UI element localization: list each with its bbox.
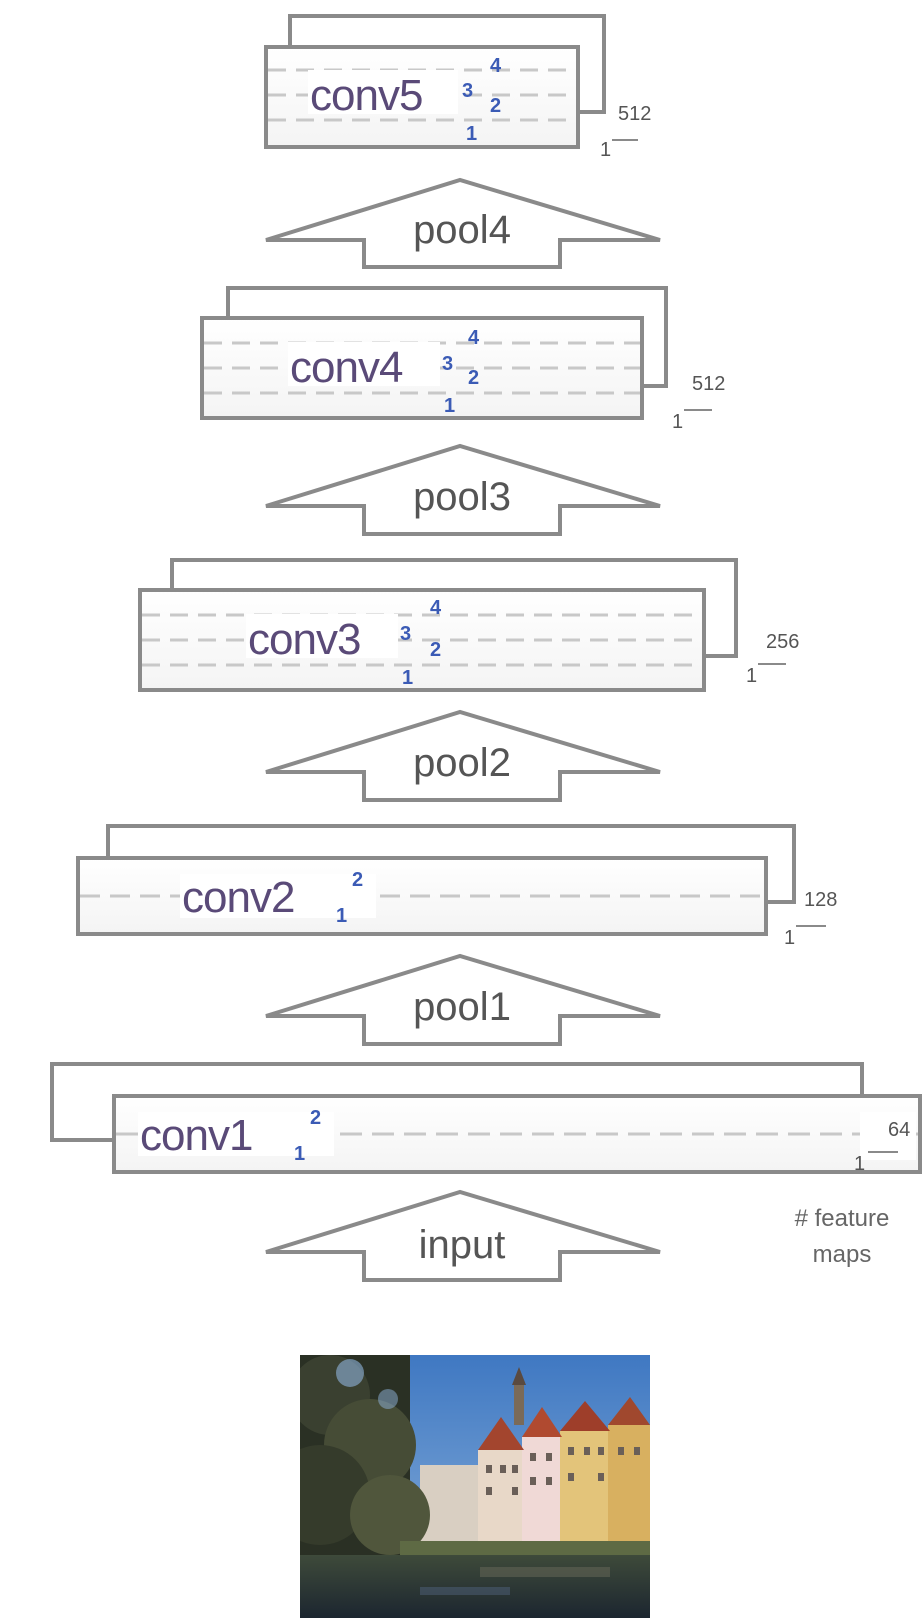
conv3-index-3: 3	[400, 623, 411, 645]
conv5-block: conv5 3 4 2 1 512 1	[264, 14, 651, 161]
pool1-arrow: pool1	[265, 953, 661, 1046]
conv5-index-3: 3	[462, 80, 473, 102]
conv1-block: conv1 2 1 64 1	[50, 1062, 922, 1175]
conv3-index-4: 4	[430, 597, 442, 619]
feature-maps-label-line1: # feature	[795, 1205, 890, 1232]
pool2-label: pool2	[413, 741, 511, 785]
conv5-index-4: 4	[490, 55, 502, 77]
conv2-index-2: 2	[352, 869, 363, 891]
conv1-map-prefix: 1	[854, 1153, 865, 1175]
conv5-map-count: 512	[618, 103, 651, 125]
pool1-label: pool1	[413, 985, 511, 1029]
conv5-index-2: 2	[490, 95, 501, 117]
input-arrow: input	[265, 1189, 661, 1282]
conv4-map-prefix: 1	[672, 411, 683, 433]
conv1-index-2: 2	[310, 1107, 321, 1129]
conv4-index-4: 4	[468, 327, 480, 349]
conv4-index-2: 2	[468, 367, 479, 389]
conv3-index-1: 1	[402, 667, 413, 689]
conv4-block: conv4 3 4 2 1 512 1	[200, 286, 725, 433]
pool4-label: pool4	[413, 208, 511, 252]
conv2-index-1: 1	[336, 905, 347, 927]
input-label: input	[419, 1223, 506, 1267]
pool4-arrow: pool4	[265, 177, 661, 269]
conv5-map-prefix: 1	[600, 139, 611, 161]
conv3-label: conv3	[248, 615, 360, 664]
conv2-block: conv2 2 1 128 1	[76, 824, 837, 949]
feature-maps-label-line2: maps	[813, 1241, 872, 1268]
conv3-map-prefix: 1	[746, 665, 757, 687]
conv1-label: conv1	[140, 1111, 252, 1160]
conv4-label: conv4	[290, 343, 403, 392]
conv2-map-prefix: 1	[784, 927, 795, 949]
conv3-index-2: 2	[430, 639, 441, 661]
conv4-map-count: 512	[692, 373, 725, 395]
input-photo	[300, 1355, 650, 1618]
conv5-label: conv5	[310, 71, 422, 120]
conv3-block: conv3 3 4 2 1 256 1	[138, 558, 799, 692]
pool3-label: pool3	[413, 475, 511, 519]
conv1-map-count: 64	[888, 1119, 910, 1141]
conv5-index-1: 1	[466, 123, 477, 145]
conv4-index-1: 1	[444, 395, 455, 417]
conv2-label: conv2	[182, 873, 294, 922]
conv1-index-1: 1	[294, 1143, 305, 1165]
conv2-map-count: 128	[804, 889, 837, 911]
riverside-town-image	[300, 1355, 650, 1618]
pool3-arrow: pool3	[265, 443, 661, 536]
pool2-arrow: pool2	[265, 709, 661, 802]
conv4-index-3: 3	[442, 353, 453, 375]
conv3-map-count: 256	[766, 631, 799, 653]
